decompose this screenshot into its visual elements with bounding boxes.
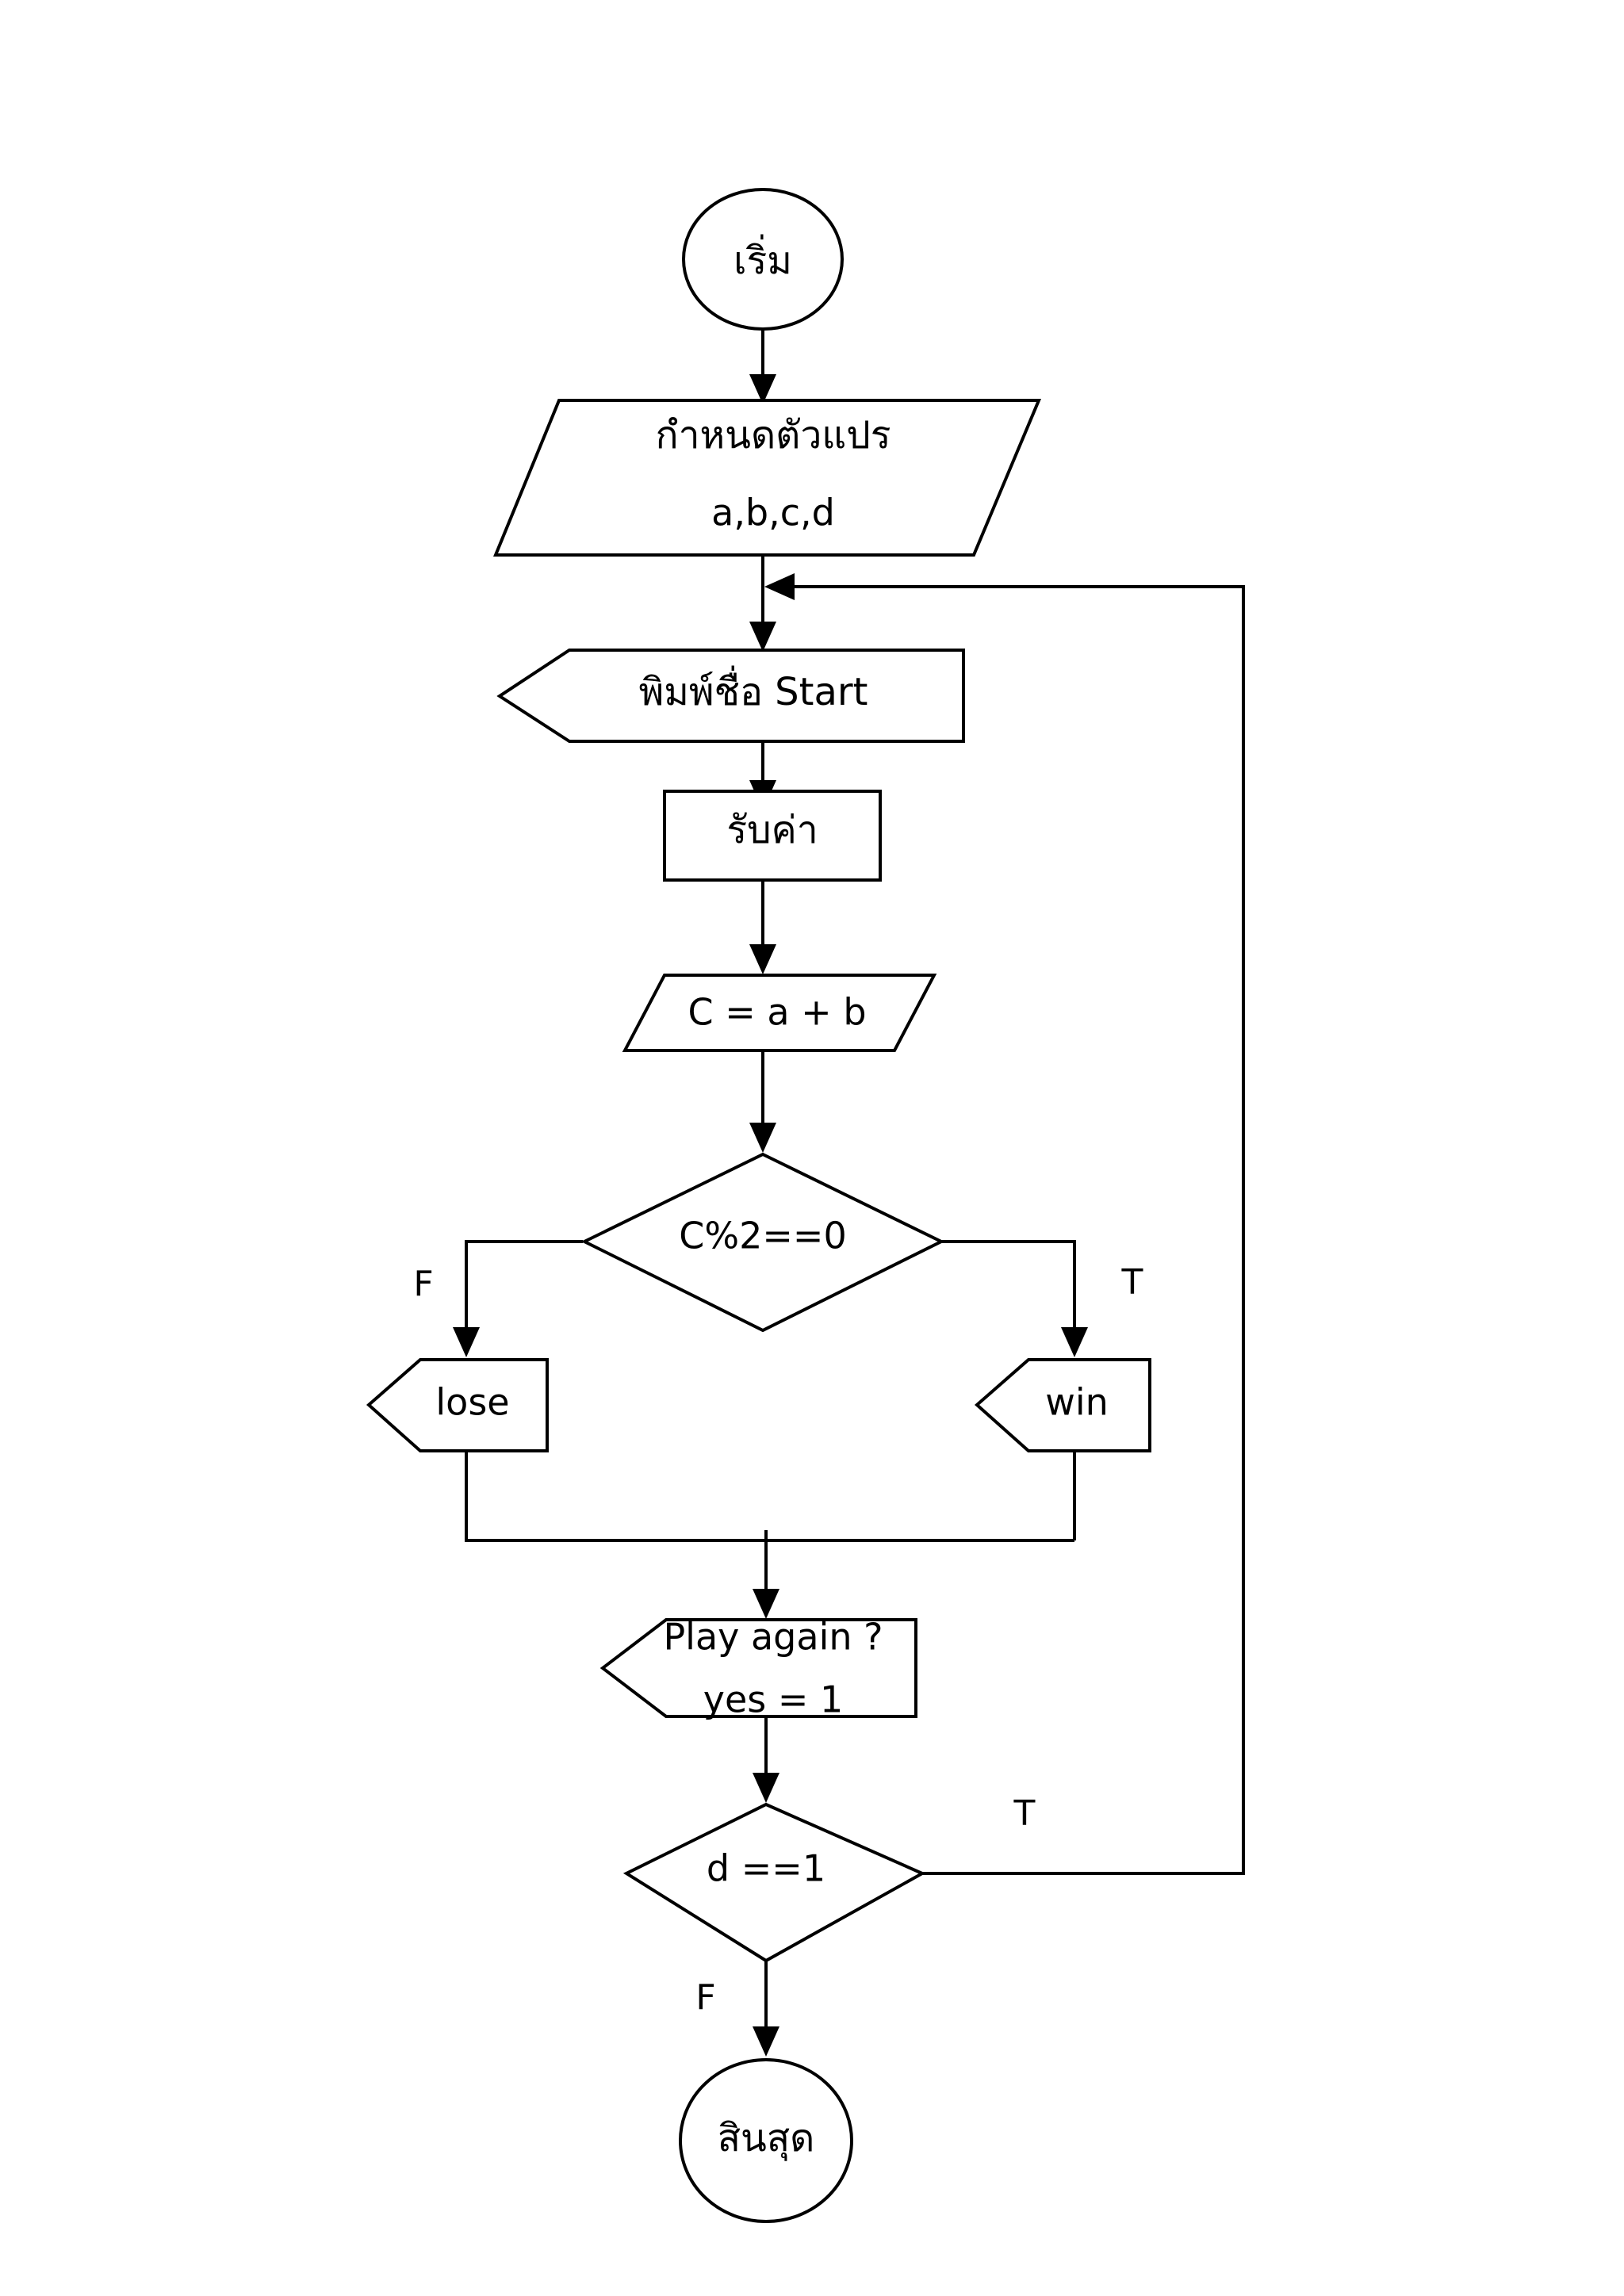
- compute-c-label: C = a + b: [688, 991, 866, 1034]
- arrowhead-icon: [749, 374, 776, 404]
- end-label: สินสุด: [718, 2116, 815, 2161]
- node-win[interactable]: win: [974, 1358, 1151, 1452]
- lose-display-shape: [366, 1358, 549, 1452]
- check-d-diamond: [622, 1802, 926, 1963]
- edge-start-to-declare-vars: [749, 329, 776, 404]
- edge-lose-to-merge: [465, 1451, 1074, 1542]
- edge-check-even-false-to-lose: [453, 1240, 583, 1357]
- check-even-diamond: [580, 1152, 945, 1333]
- check-d-label: d ==1: [707, 1847, 825, 1890]
- arrowhead-icon: [764, 573, 795, 600]
- print-start-label: พิมพ์ชื่อ Start: [639, 665, 868, 714]
- branch-label-check-d-false: F: [695, 1977, 715, 2018]
- check-even-label: C%2==0: [679, 1215, 846, 1257]
- arrowhead-icon: [1061, 1327, 1088, 1357]
- print-start-display-shape: [496, 649, 965, 743]
- edge-check-d-true-loopback: [764, 573, 1245, 1875]
- edge-merge-to-play-again: [753, 1530, 779, 1619]
- node-check-d[interactable]: d ==1: [622, 1802, 926, 1963]
- play-again-label-line1: Play again ?: [663, 1616, 883, 1659]
- edge-play-again-to-check-d: [753, 1716, 779, 1803]
- node-end[interactable]: สินสุด: [679, 2058, 853, 2223]
- read-value-rectangle: [663, 790, 882, 882]
- edge-check-d-false-to-end: [753, 1961, 779, 2057]
- start-label: เริ่ม: [733, 234, 792, 283]
- edge-read-value-to-compute-c: [749, 880, 776, 974]
- arrowhead-icon: [753, 1589, 779, 1619]
- play-again-label-line2: yes = 1: [703, 1678, 844, 1721]
- branch-label-check-d-true: T: [1013, 1793, 1036, 1834]
- node-start[interactable]: เริ่ม: [682, 188, 844, 331]
- arrowhead-icon: [749, 1123, 776, 1153]
- node-read-value[interactable]: รับค่า: [663, 790, 882, 882]
- win-display-shape: [974, 1358, 1151, 1452]
- branch-label-check-even-true: T: [1121, 1262, 1143, 1303]
- node-declare-vars[interactable]: กำหนดตัวแปร a,b,c,d: [493, 399, 1042, 557]
- edge-check-even-true-to-win: [941, 1240, 1088, 1357]
- play-again-display-shape: [599, 1618, 917, 1718]
- arrowhead-icon: [749, 622, 776, 652]
- node-lose[interactable]: lose: [366, 1358, 549, 1452]
- node-compute-c[interactable]: C = a + b: [622, 974, 937, 1052]
- lose-label: lose: [435, 1381, 509, 1424]
- edge-compute-c-to-check-even: [749, 1050, 776, 1153]
- node-print-start[interactable]: พิมพ์ชื่อ Start: [496, 649, 965, 743]
- arrowhead-icon: [753, 1773, 779, 1803]
- node-play-again[interactable]: Play again ? yes = 1: [599, 1616, 917, 1721]
- arrowhead-icon: [749, 944, 776, 974]
- arrowhead-icon: [453, 1327, 480, 1357]
- declare-vars-parallelogram: [493, 399, 1042, 557]
- branch-label-check-even-false: F: [413, 1264, 433, 1304]
- read-value-label: รับค่า: [726, 808, 818, 852]
- edge-declare-vars-to-print-start: [749, 555, 776, 652]
- start-terminator-ellipse: [682, 188, 844, 331]
- arrowhead-icon: [753, 2026, 779, 2057]
- compute-c-parallelogram: [622, 974, 937, 1052]
- declare-vars-label-line1: กำหนดตัวแปร: [656, 413, 891, 457]
- end-terminator-ellipse: [679, 2058, 853, 2223]
- node-check-even[interactable]: C%2==0: [580, 1152, 945, 1333]
- declare-vars-label-line2: a,b,c,d: [711, 492, 835, 534]
- win-label: win: [1045, 1381, 1109, 1424]
